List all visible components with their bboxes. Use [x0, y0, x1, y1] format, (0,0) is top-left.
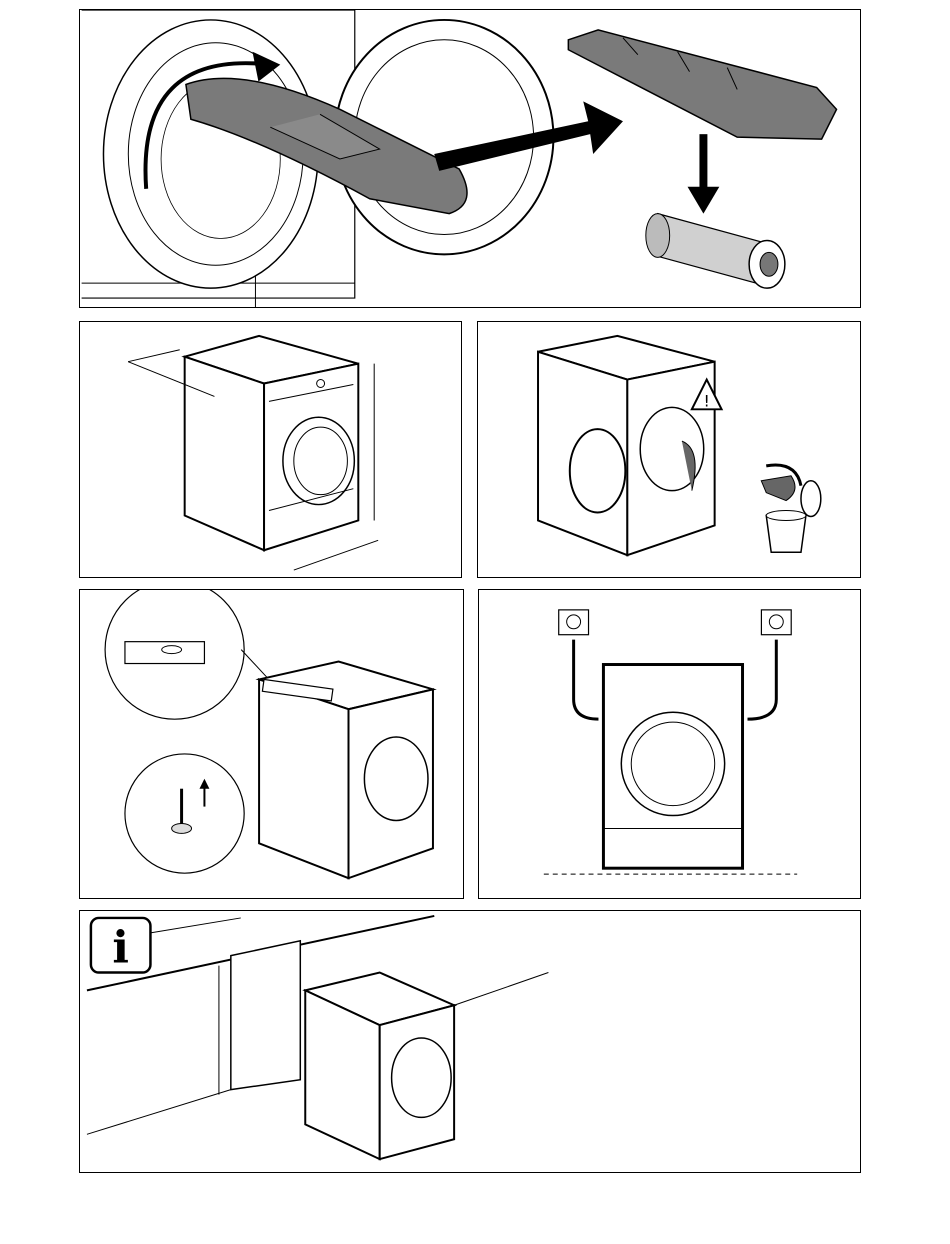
panel-remove-packaging: !	[477, 321, 861, 578]
door-circle	[364, 737, 428, 820]
remove-packaging-illustration: !	[478, 322, 860, 577]
dimensions-illustration	[80, 322, 461, 577]
trash-bin-icon	[766, 515, 806, 552]
door-circle	[392, 1038, 452, 1117]
open-door	[570, 429, 626, 512]
info-badge-letter: i	[112, 923, 129, 974]
door-circle	[621, 712, 724, 815]
arrow-down-icon	[688, 187, 720, 214]
installation-space-illustration: i	[80, 911, 860, 1172]
packaging-item	[761, 476, 795, 501]
panel-electrical-connection	[478, 589, 861, 899]
zoom-foot	[125, 754, 244, 873]
levelling-illustration	[80, 590, 463, 898]
filter-removal-illustration	[80, 10, 860, 307]
panel-filter-removal	[79, 9, 861, 308]
electrical-illustration	[479, 590, 860, 898]
socket-icon	[761, 610, 791, 635]
panel-levelling	[79, 589, 464, 899]
panel-dimensions	[79, 321, 462, 578]
niche	[231, 941, 300, 1090]
width-dimension	[294, 540, 378, 570]
panel-installation-space: i	[79, 910, 861, 1173]
socket-icon	[559, 610, 589, 635]
svg-text:!: !	[704, 391, 710, 410]
